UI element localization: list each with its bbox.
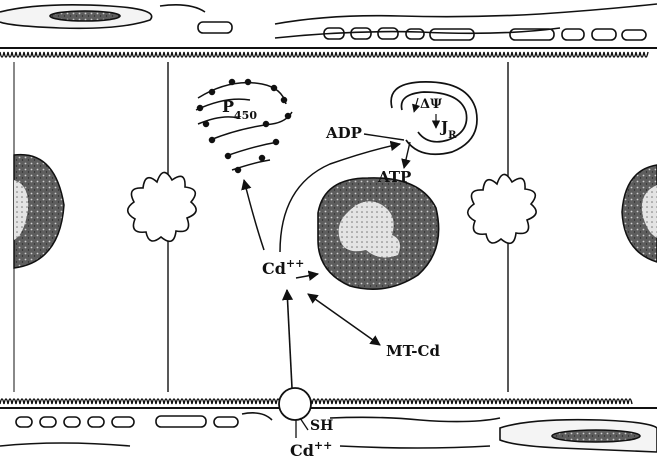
nucleus-left	[14, 155, 64, 268]
bottom-vesicle	[112, 417, 134, 427]
top-vesicle	[622, 30, 646, 40]
adp-to-mito-line	[364, 134, 404, 140]
bottom-membrane	[0, 399, 657, 408]
atp-label: ATP	[377, 168, 411, 186]
top-long-process	[275, 4, 657, 24]
bottom-vesicle	[16, 417, 32, 427]
junction-right	[468, 174, 536, 243]
jr-label: JR	[439, 118, 457, 141]
cd-to-p450-arrow	[244, 180, 264, 250]
mitochondrion	[391, 82, 477, 154]
sh-line	[300, 418, 308, 430]
top-vesicle	[351, 28, 371, 39]
cd-uptake-arrow	[287, 290, 292, 388]
top-membrane	[0, 48, 657, 57]
endoplasmic-reticulum-p450	[196, 80, 292, 173]
top-vesicle	[562, 29, 584, 40]
cd-to-nucleus-arrow	[296, 274, 318, 278]
bottom-vesicle	[40, 417, 56, 427]
mt-cd-label: MT-Cd	[386, 342, 440, 360]
top-lumen-structures	[0, 4, 657, 40]
membrane-transporter	[279, 388, 311, 420]
bottom-vesicle	[156, 416, 206, 427]
cd-center-label: Cd++	[262, 257, 304, 278]
top-endothelial-nucleus	[50, 11, 120, 21]
top-vesicle	[406, 29, 424, 39]
sh-label: SH	[310, 418, 333, 434]
bottom-vesicle	[64, 417, 80, 427]
bottom-endothelial-nucleus	[552, 430, 640, 442]
delta-psi-label: ΔΨ	[420, 97, 442, 112]
adp-label: ADP	[325, 124, 362, 142]
bottom-vesicle	[88, 417, 104, 427]
bottom-vesicle	[214, 417, 238, 427]
nucleus-center	[318, 178, 439, 289]
cd-bottom-label: Cd++	[290, 439, 332, 460]
junction-left	[128, 172, 196, 241]
bottom-microvilli	[0, 399, 632, 404]
nucleus-right	[622, 165, 657, 262]
cd-mt-double-arrow	[308, 294, 380, 345]
top-vesicle	[592, 29, 616, 40]
top-vesicle	[430, 29, 474, 40]
atp-arrow	[404, 142, 410, 168]
top-vesicle	[378, 28, 398, 39]
delta-psi-arrow	[414, 98, 418, 112]
p450-label: P450	[222, 97, 257, 122]
top-vesicle	[198, 22, 232, 33]
top-microvilli	[0, 52, 648, 57]
